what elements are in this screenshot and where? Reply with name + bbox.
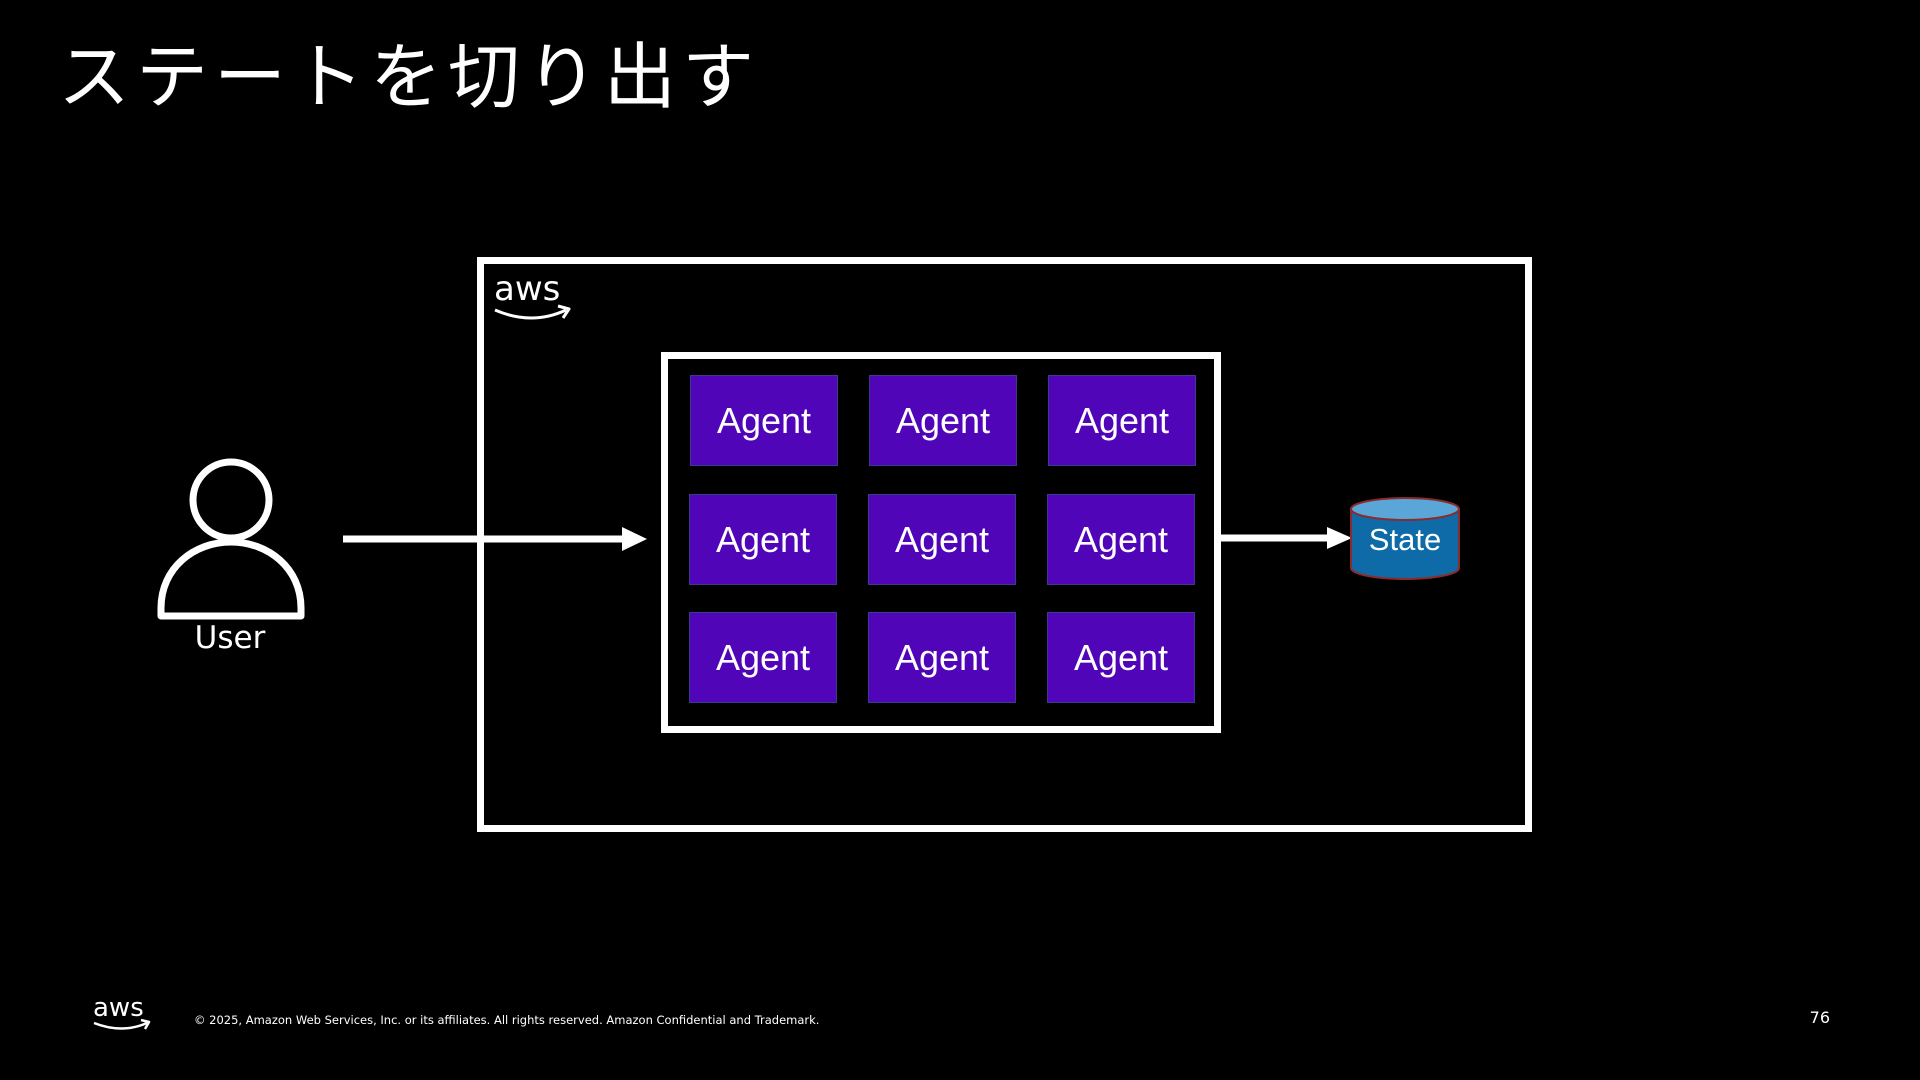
agent-box: Agent bbox=[868, 494, 1016, 585]
user-icon bbox=[157, 458, 305, 620]
aws-logo-icon: aws bbox=[494, 270, 571, 320]
database-icon bbox=[1350, 497, 1460, 580]
aws-cloud-boundary bbox=[477, 257, 1532, 832]
svg-text:aws: aws bbox=[494, 270, 560, 309]
agent-box: Agent bbox=[1047, 494, 1195, 585]
slide-title: ステートを切り出す bbox=[58, 35, 761, 119]
agent-box: Agent bbox=[868, 612, 1016, 703]
footer-aws-logo-icon: aws bbox=[93, 993, 151, 1030]
agent-group bbox=[661, 352, 1221, 733]
page-number: 76 bbox=[1809, 1008, 1830, 1027]
svg-text:aws: aws bbox=[93, 993, 144, 1023]
copyright-text: © 2025, Amazon Web Services, Inc. or its… bbox=[194, 1013, 820, 1027]
agent-box: Agent bbox=[690, 375, 838, 466]
agent-box: Agent bbox=[689, 494, 837, 585]
agent-box: Agent bbox=[869, 375, 1017, 466]
user-label: User bbox=[194, 620, 266, 656]
agent-box: Agent bbox=[1047, 612, 1195, 703]
agent-box: Agent bbox=[689, 612, 837, 703]
state-label: State bbox=[1368, 522, 1442, 557]
agent-box: Agent bbox=[1048, 375, 1196, 466]
